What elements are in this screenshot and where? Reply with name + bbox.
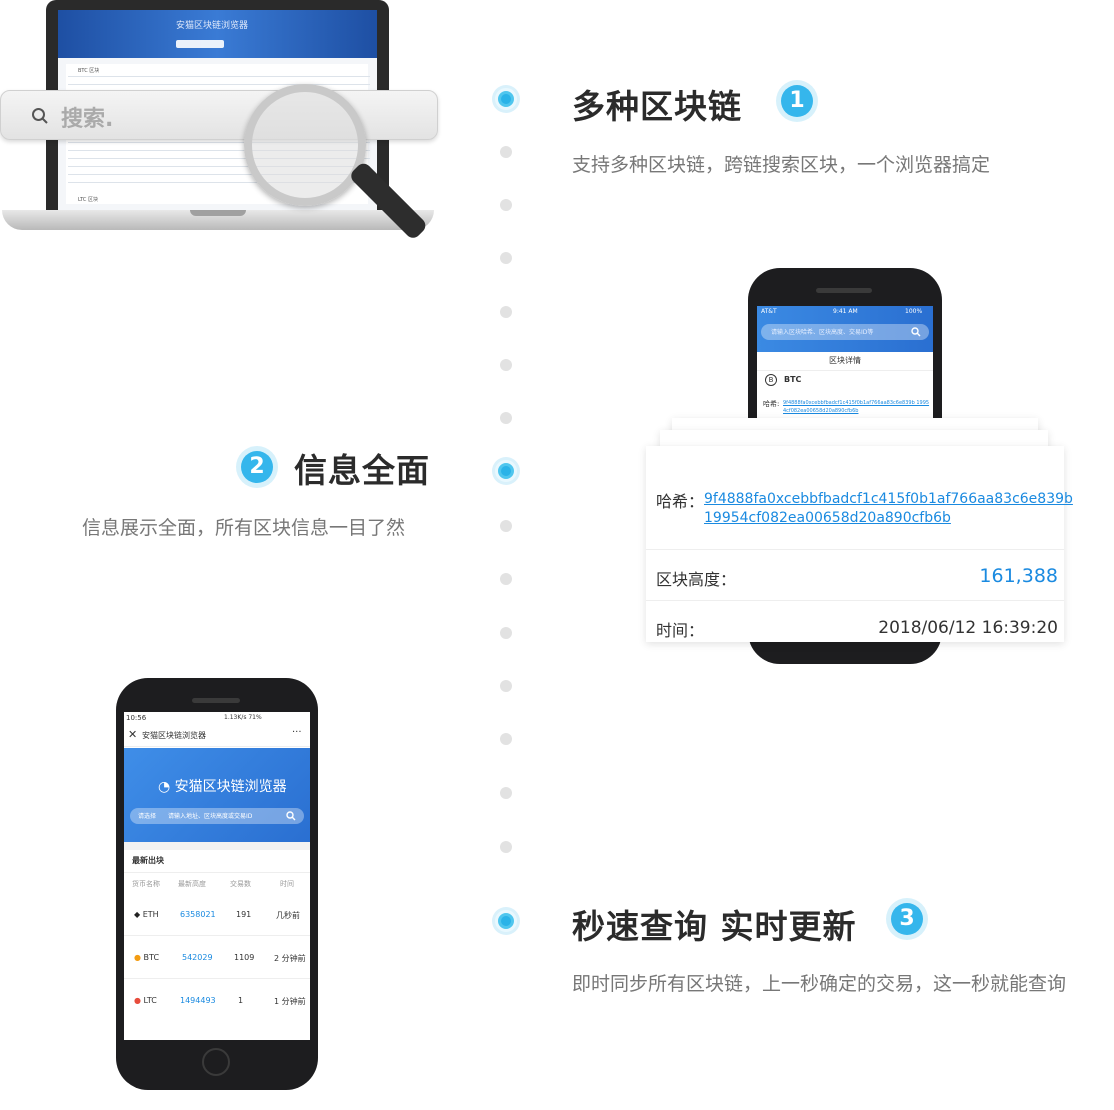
search-select[interactable]: 请选择 bbox=[138, 813, 157, 820]
status-time: 10:56 bbox=[126, 714, 147, 722]
laptop-banner-title: 安猫区块链浏览器 bbox=[176, 21, 249, 31]
timeline-dot bbox=[500, 680, 512, 692]
laptop-search-mini bbox=[176, 40, 224, 48]
feature-1-title: 多种区块链 bbox=[572, 87, 742, 126]
feature-2-title: 信息全面 bbox=[294, 451, 430, 490]
timeline-dot bbox=[500, 841, 512, 853]
feature-1-desc: 支持多种区块链，跨链搜索区块，一个浏览器搞定 bbox=[572, 154, 991, 176]
search-icon bbox=[911, 327, 921, 337]
timeline-node-3 bbox=[495, 910, 517, 932]
col-header-time: 时间 bbox=[280, 880, 294, 888]
timeline-dot bbox=[500, 359, 512, 371]
laptop-ltc-label: LTC 区块 bbox=[78, 197, 98, 203]
row-tx: 1109 bbox=[234, 953, 255, 962]
home-button bbox=[202, 1048, 230, 1076]
table-row[interactable]: ◆ ETH 6358021 191 几秒前 bbox=[124, 892, 310, 936]
phone-latest-blocks: 10:56 1.13K/s 71% ✕ 安猫区块链浏览器 ··· ◔ 安猫区块链… bbox=[116, 678, 318, 1090]
row-tx: 1 bbox=[238, 996, 244, 1005]
close-icon[interactable]: ✕ bbox=[128, 728, 138, 741]
phone-speaker bbox=[192, 698, 240, 703]
card-time-value: 2018/06/12 16:39:20 bbox=[878, 618, 1058, 638]
detail-hash-small[interactable]: 9f4888fa0xcebbfbadcf1c415f0b1af766aa83c6… bbox=[783, 400, 930, 414]
col-header-tx: 交易数 bbox=[230, 880, 251, 888]
timeline-dot bbox=[500, 199, 512, 211]
phone-speaker bbox=[816, 288, 872, 293]
list-search-input[interactable]: 请选择 请输入地址、区块高度或交易ID bbox=[130, 808, 304, 824]
timeline-dot bbox=[500, 787, 512, 799]
timeline-dot bbox=[500, 627, 512, 639]
row-height[interactable]: 542029 bbox=[182, 953, 213, 962]
laptop-base bbox=[2, 210, 434, 230]
block-detail-card: 哈希： 9f4888fa0xcebbfbadcf1c415f0b1af766aa… bbox=[646, 446, 1073, 642]
card-height-label: 区块高度： bbox=[656, 570, 737, 589]
timeline-dot bbox=[500, 306, 512, 318]
card-time-label: 时间： bbox=[656, 621, 705, 640]
laptop-banner: 安猫区块链浏览器 bbox=[58, 10, 377, 58]
btc-coin: ● BTC bbox=[134, 953, 160, 962]
card-height-value[interactable]: 161,388 bbox=[979, 565, 1058, 587]
btc-coin-icon: B bbox=[765, 374, 777, 386]
detail-search-placeholder: 请输入区块哈希、区块高度、交易ID等 bbox=[771, 329, 874, 336]
status-icons: 1.13K/s 71% bbox=[224, 714, 262, 721]
search-placeholder: 搜索. bbox=[61, 107, 114, 132]
detail-coin: BTC bbox=[784, 375, 802, 384]
timeline-node-2 bbox=[495, 460, 517, 482]
feature-3-title: 秒速查询 实时更新 bbox=[572, 907, 857, 946]
feature-3-badge: 3 bbox=[886, 898, 928, 940]
row-height[interactable]: 1494493 bbox=[180, 996, 216, 1005]
search-placeholder: 请输入地址、区块高度或交易ID bbox=[168, 813, 253, 820]
card-hash-label: 哈希： bbox=[656, 492, 705, 511]
card-hash-value[interactable]: 9f4888fa0xcebbfbadcf1c415f0b1af766aa83c6… bbox=[704, 491, 1073, 526]
detail-search-input[interactable]: 请输入区块哈希、区块高度、交易ID等 bbox=[761, 324, 929, 340]
feature-2-badge: 2 bbox=[236, 446, 278, 488]
feature-1-badge: 1 bbox=[776, 80, 818, 122]
more-icon[interactable]: ··· bbox=[292, 727, 302, 738]
detail-page-title: 区块详情 bbox=[757, 352, 933, 371]
timeline-dot bbox=[500, 146, 512, 158]
row-time: 1 分钟前 bbox=[274, 997, 306, 1006]
status-battery: 100% bbox=[905, 308, 923, 315]
nav-bar: ✕ 安猫区块链浏览器 ··· bbox=[124, 724, 310, 747]
status-carrier: AT&T bbox=[761, 308, 777, 315]
timeline-dot bbox=[500, 412, 512, 424]
detail-header: AT&T 9:41 AM 100% 请输入区块哈希、区块高度、交易ID等 bbox=[757, 306, 933, 352]
laptop-notch bbox=[190, 210, 246, 216]
timeline-node-1 bbox=[495, 88, 517, 110]
timeline-dot bbox=[500, 252, 512, 264]
table-row[interactable]: ● LTC 1494493 1 1 分钟前 bbox=[124, 978, 310, 1021]
laptop-btc-label: BTC 区块 bbox=[78, 68, 100, 74]
row-tx: 191 bbox=[236, 910, 252, 919]
search-icon bbox=[286, 811, 296, 821]
nav-title: 安猫区块链浏览器 bbox=[142, 731, 206, 740]
table-row[interactable]: ● BTC 542029 1109 2 分钟前 bbox=[124, 935, 310, 979]
detail-hash-label: 哈希: bbox=[763, 400, 780, 408]
status-time: 9:41 AM bbox=[833, 308, 858, 315]
search-icon bbox=[32, 108, 48, 124]
timeline-dot bbox=[500, 733, 512, 745]
row-time: 2 分钟前 bbox=[274, 954, 306, 963]
list-banner: ◔ 安猫区块链浏览器 请选择 请输入地址、区块高度或交易ID bbox=[124, 748, 310, 842]
timeline-dot bbox=[500, 520, 512, 532]
eth-coin: ◆ ETH bbox=[134, 910, 159, 919]
row-time: 几秒前 bbox=[276, 911, 300, 920]
feature-3-desc: 即时同步所有区块链，上一秒确定的交易，这一秒就能查询 bbox=[572, 973, 1067, 995]
col-header-height: 最新高度 bbox=[178, 880, 206, 888]
feature-2-desc: 信息展示全面，所有区块信息一目了然 bbox=[82, 517, 406, 539]
col-header-coin: 货币名称 bbox=[132, 880, 160, 888]
ltc-coin: ● LTC bbox=[134, 996, 157, 1005]
banner-title: ◔ 安猫区块链浏览器 bbox=[158, 779, 287, 795]
row-height[interactable]: 6358021 bbox=[180, 910, 216, 919]
section-title: 最新出块 bbox=[132, 856, 164, 865]
search-bar[interactable]: 搜索. bbox=[0, 90, 438, 140]
timeline-dot bbox=[500, 573, 512, 585]
